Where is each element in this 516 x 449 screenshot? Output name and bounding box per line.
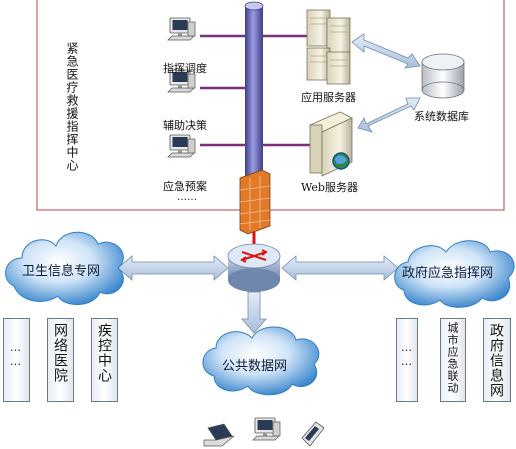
backbone-bus bbox=[244, 1, 264, 184]
db-link-arrows bbox=[351, 33, 421, 133]
arrow-to-gov-net bbox=[281, 255, 399, 281]
gov-org-box-city-linkage: 城市应急联动 bbox=[440, 318, 466, 402]
arrow-to-health-net bbox=[117, 255, 229, 281]
cloud-public-net bbox=[202, 326, 320, 396]
health-org-box-more: …… bbox=[3, 318, 30, 402]
terminal-label-plan: 应急预案 bbox=[163, 180, 207, 193]
server-rack-icon bbox=[306, 9, 351, 85]
backbone-links bbox=[200, 34, 310, 147]
terminal-label-decision: 辅助决策 bbox=[163, 119, 207, 132]
arrow-to-public-net bbox=[241, 291, 267, 334]
health-org-box-cdc: 疾控中心 bbox=[91, 318, 118, 402]
gov-net-label: 政府应急指挥网 bbox=[402, 266, 494, 281]
cloud-gov-net bbox=[394, 240, 515, 308]
workstation-icon bbox=[167, 134, 196, 158]
web-server-icon bbox=[309, 111, 353, 177]
database-icon bbox=[421, 53, 465, 99]
terminal-label-dispatch: 指挥调度 bbox=[163, 62, 207, 75]
terminal-more: …… bbox=[177, 192, 197, 203]
desktop-icon bbox=[252, 417, 281, 441]
firewall-icon bbox=[239, 169, 271, 235]
web-server-label: Web服务器 bbox=[301, 181, 358, 194]
command-center-title: 紧急医疗救援指挥中心 bbox=[65, 42, 79, 172]
public-net-label: 公共数据网 bbox=[222, 359, 288, 374]
phone-icon bbox=[301, 421, 325, 447]
health-net-label: 卫生信息专网 bbox=[22, 264, 101, 279]
gov-org-box-gov-info-net: 政府信息网 bbox=[483, 318, 511, 402]
command-center-frame bbox=[36, 0, 505, 211]
cloud-health-net bbox=[5, 231, 124, 305]
laptop-icon bbox=[203, 423, 235, 447]
database-label: 系统数据库 bbox=[414, 110, 469, 123]
gov-org-box-more: …… bbox=[396, 318, 418, 402]
router-icon bbox=[227, 243, 281, 292]
workstation-icon bbox=[167, 17, 196, 41]
app-server-label: 应用服务器 bbox=[301, 91, 356, 104]
health-org-box-network-hospital: 网络医院 bbox=[47, 318, 74, 402]
